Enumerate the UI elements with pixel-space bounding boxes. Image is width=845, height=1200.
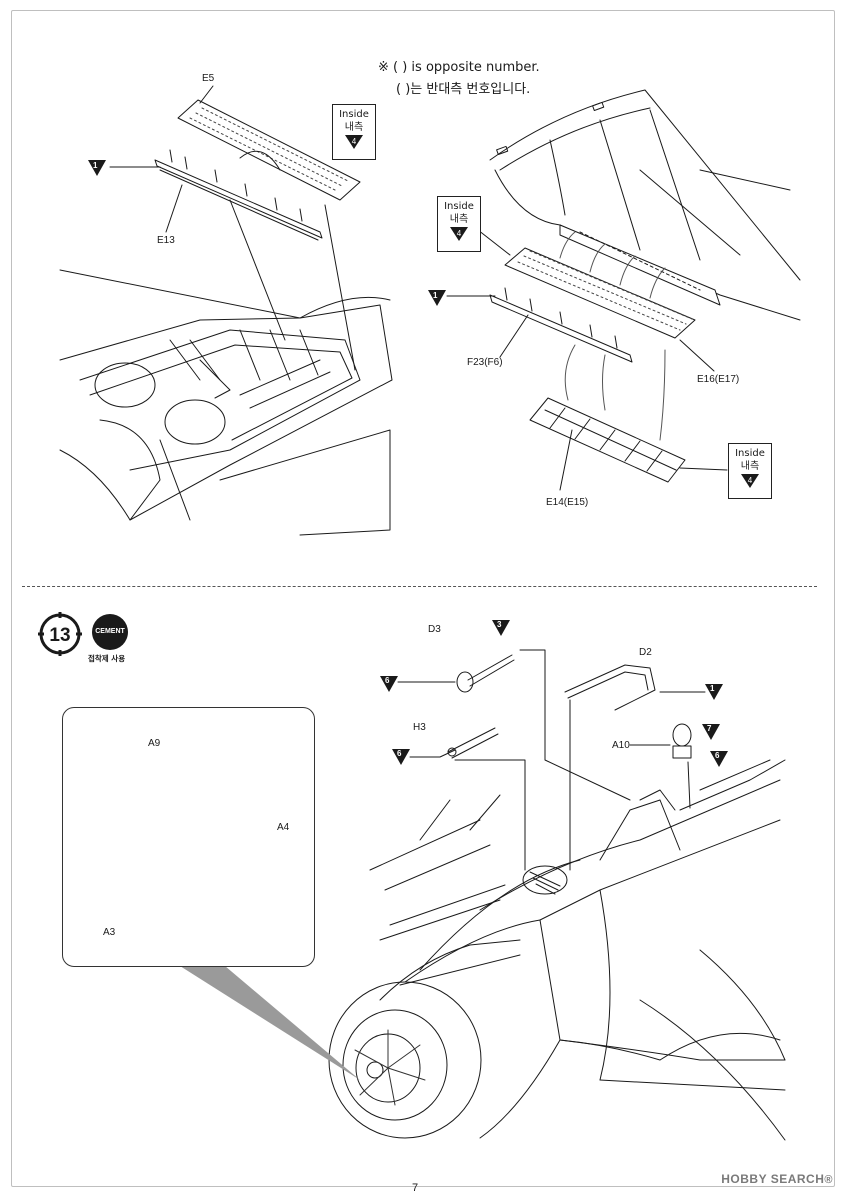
cement-subtitle: 접착제 사용	[88, 654, 126, 663]
paint-ref-triangle-a10-base	[710, 751, 728, 767]
paint-ref-triangle-h3	[392, 749, 410, 765]
fuselage-engine-assembly	[328, 759, 786, 1141]
label-a9: A9	[148, 738, 161, 749]
paint-ref-triangle-a10-ring	[702, 724, 720, 740]
opposite-number-note-en: ※ ( ) is opposite number.	[378, 60, 540, 75]
svg-text:4: 4	[352, 137, 357, 146]
page-number: 7	[412, 1182, 419, 1194]
part-e13-rail	[154, 149, 323, 241]
inside-box-3: Inside 내측 4	[728, 443, 772, 499]
paint-ref-num-tl: 1	[93, 161, 98, 170]
inside-ref-triangle-icon: 4	[450, 227, 468, 241]
part-d2-handle	[564, 664, 656, 711]
label-e14: E14(E15)	[546, 497, 589, 508]
paint-ref-num-h3: 6	[397, 749, 402, 758]
svg-text:4: 4	[748, 476, 753, 485]
wing-underside-assembly-left	[59, 269, 393, 536]
svg-text:4: 4	[457, 229, 462, 238]
label-d2: D2	[639, 647, 652, 658]
page-border	[11, 10, 835, 1187]
paint-ref-triangle-d2	[705, 684, 723, 700]
paint-ref-triangle-tr	[428, 290, 446, 306]
paint-ref-num-d3-disc: 6	[385, 676, 390, 685]
step-number-text: 13	[49, 625, 70, 646]
step-number-badge: 13	[38, 612, 82, 656]
paint-ref-triangle-d3-disc	[380, 676, 398, 692]
inside-box-2: Inside 내측 4	[437, 196, 481, 252]
inside-ref-triangle-icon: 4	[741, 474, 759, 488]
paint-ref-num-a10-base: 6	[715, 751, 720, 760]
label-a10: A10	[612, 740, 630, 751]
part-e5-panel	[177, 99, 361, 201]
hobby-search-watermark: HOBBY SEARCH®	[721, 1172, 833, 1186]
part-e14-grid	[529, 397, 686, 483]
label-a4: A4	[277, 822, 290, 833]
paint-ref-num-tr: 1	[433, 291, 438, 300]
label-e13: E13	[157, 235, 175, 246]
part-d3-pin	[456, 654, 515, 693]
section-divider	[22, 586, 817, 587]
paint-ref-triangle-d3-tip	[492, 620, 510, 636]
inside-ref-triangle-icon: 4	[345, 135, 363, 149]
paint-ref-num-d3-tip: 3	[497, 620, 502, 629]
part-a10-ring	[672, 723, 692, 759]
paint-ref-num-a10-ring: 7	[707, 724, 712, 733]
part-h3	[447, 727, 499, 759]
cement-icon: CEMENT	[92, 614, 128, 650]
label-e16: E16(E17)	[697, 374, 740, 385]
part-f23-rail	[489, 287, 633, 363]
label-f23: F23(F6)	[467, 357, 503, 368]
wing-assembly-right	[489, 89, 801, 321]
detail-inset-box	[62, 707, 315, 967]
label-d3: D3	[428, 624, 441, 635]
label-h3: H3	[413, 722, 426, 733]
paint-ref-num-d2: 1	[710, 684, 715, 693]
label-a3: A3	[103, 927, 116, 938]
opposite-number-note-ko: ( )는 반대측 번호입니다.	[396, 82, 531, 97]
inside-box-1: Inside 내측 4	[332, 104, 376, 160]
paint-ref-triangle-tl	[88, 160, 106, 176]
part-f23-panel	[504, 247, 696, 339]
detail-pointer	[180, 966, 360, 1080]
label-e5: E5	[202, 73, 215, 84]
